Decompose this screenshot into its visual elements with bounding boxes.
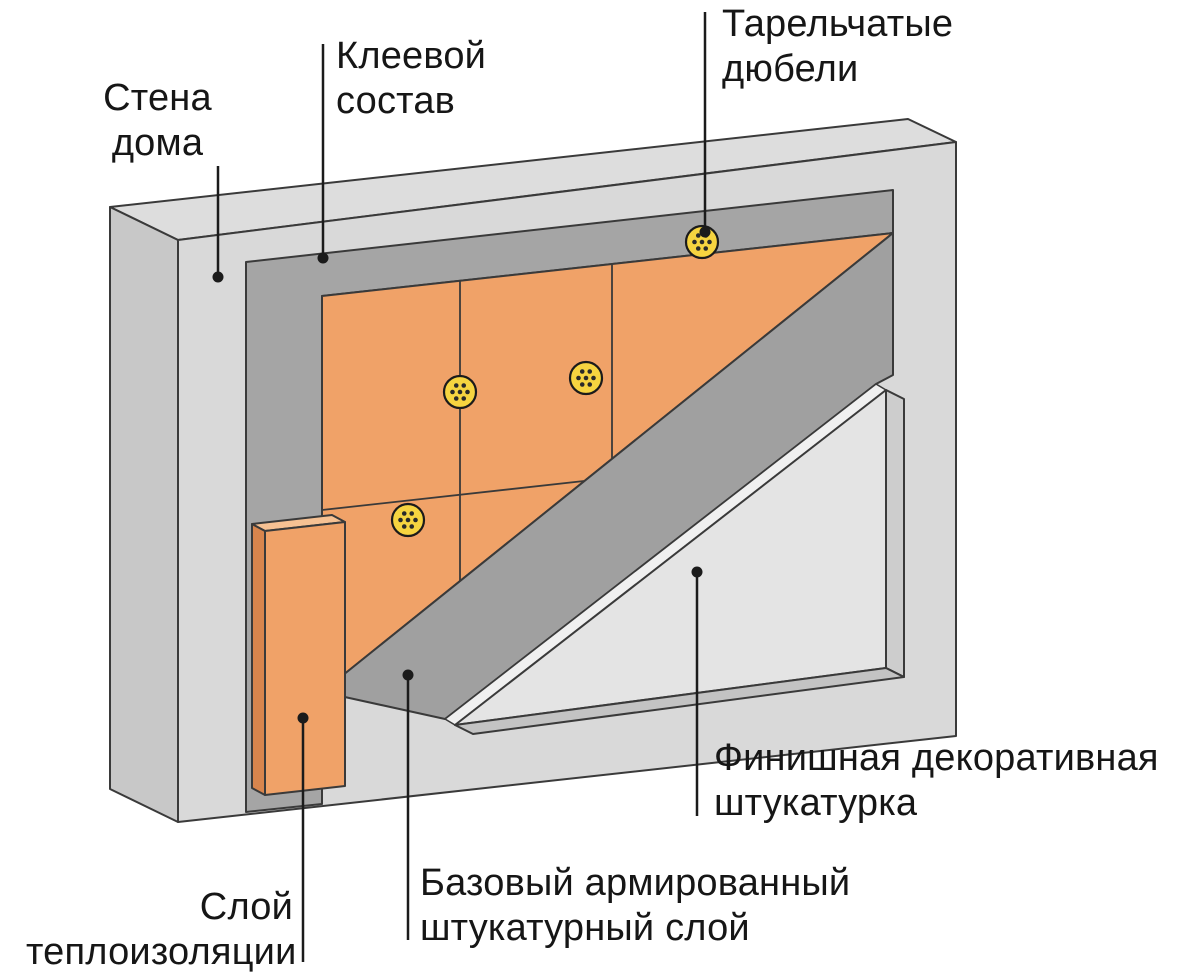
leader-dot-finish: [691, 566, 703, 578]
insulation-step-front-face: [264, 521, 346, 796]
finish-plaster-right-face: [885, 389, 905, 678]
label-house-wall: Стена дома: [103, 77, 212, 164]
plate-dowel: [390, 502, 426, 538]
insulation-step-left-face: [251, 523, 266, 796]
label-finish-plaster: Финишная декоративная штукатурка: [714, 737, 1159, 824]
leader-dot-adhesive: [317, 252, 329, 264]
label-adhesive: Клеевой состав: [336, 35, 487, 122]
insulation-seam: [321, 480, 585, 511]
leader-dots: [212, 226, 711, 724]
leader-dot-base: [402, 669, 414, 681]
label-plate-dowels: Тарельчатые дюбели: [722, 3, 954, 90]
label-insulation-layer: Слой теплоизоляции: [26, 886, 297, 973]
leader-dot-wall: [212, 271, 224, 283]
finish-plaster-bottom-face: [454, 667, 905, 735]
leader-dot-dowels: [699, 226, 711, 238]
leader-lines: [216, 12, 707, 962]
plate-dowel: [442, 374, 478, 410]
label-base-plaster: Базовый армированный штукатурный слой: [420, 862, 851, 949]
wall-left-face: [109, 206, 179, 823]
plate-dowel: [568, 360, 604, 396]
leader-dot-insulation: [297, 712, 309, 724]
